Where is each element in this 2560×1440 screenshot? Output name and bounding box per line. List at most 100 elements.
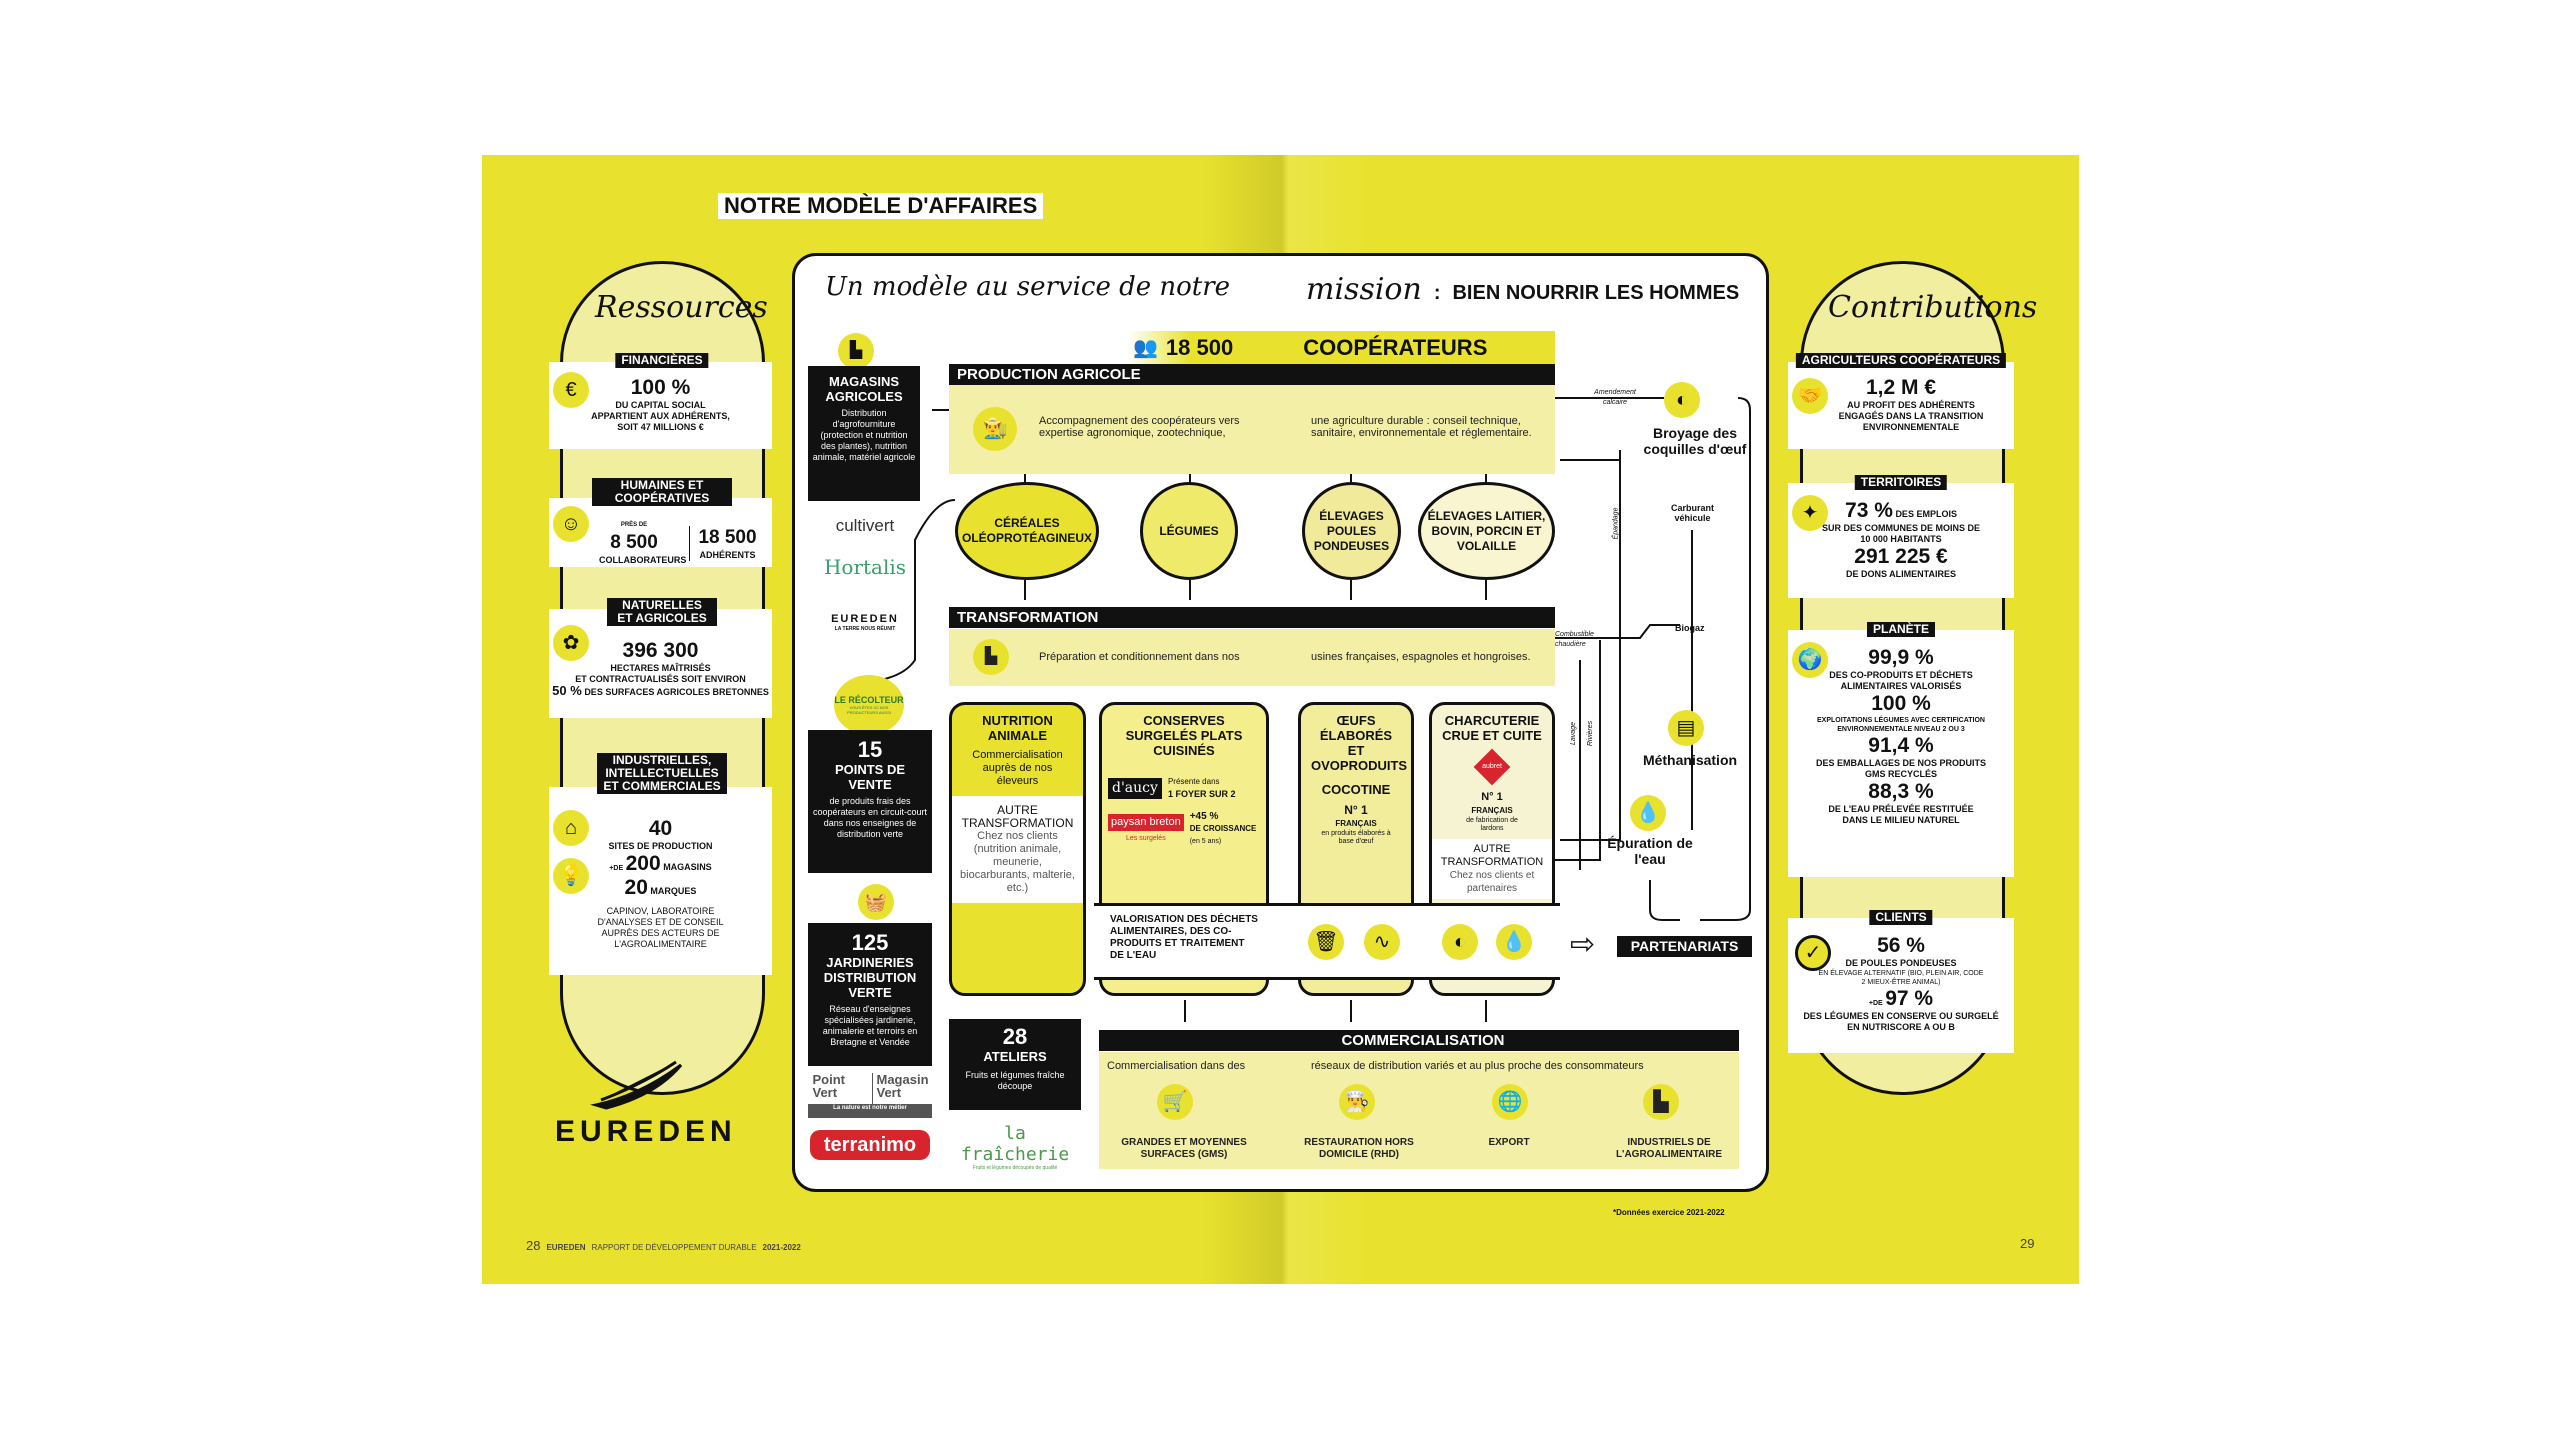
- value: 73 %: [1845, 499, 1893, 522]
- card-agriculteurs: 1,2 M € AU PROFIT DES ADHÉRENTS ENGAGÉS …: [1788, 362, 2014, 449]
- text: +DE: [609, 865, 624, 872]
- text: DU CAPITAL SOCIAL: [615, 400, 706, 410]
- label-naturelles: NATURELLES ET AGRICOLES: [607, 598, 717, 626]
- channel-gms: GRANDES ET MOYENNES SURFACES (GMS): [1121, 1137, 1247, 1160]
- basket-icon: 🧺: [858, 884, 894, 920]
- contributions-title: Contributions: [1828, 290, 2038, 325]
- eureden-small-logo: EUREDEN: [831, 613, 899, 625]
- channel-industriels: INDUSTRIELS DE L'AGROALIMENTAIRE: [1615, 1137, 1723, 1160]
- shopping-cart-icon: 🛒: [1157, 1084, 1193, 1120]
- people-icon: 👥: [1133, 337, 1158, 359]
- text: APPARTIENT AUX ADHÉRENTS,: [591, 411, 730, 421]
- value: 1,2 M €: [1865, 376, 1937, 399]
- text: Commercialisation dans des: [1107, 1060, 1246, 1072]
- logo-text: LE RÉCOLTEUR: [834, 695, 904, 705]
- trash-bin-icon: 🗑: [1308, 924, 1344, 960]
- lightbulb-icon: 💡: [553, 858, 589, 894]
- title: CHARCUTERIE CRUE ET CUITE: [1442, 713, 1542, 743]
- text: de produits frais des coopérateurs en ci…: [812, 796, 928, 839]
- text: Accompagnement des coopérateurs vers exp…: [1039, 415, 1240, 439]
- terranimo-logo: terranimo: [810, 1130, 930, 1160]
- text: CAPINOV, LABORATOIRE D'ANALYSES ET DE CO…: [597, 906, 724, 949]
- card-financieres: 100 % DU CAPITAL SOCIAL APPARTIENT AUX A…: [549, 362, 772, 449]
- value: 50 %: [552, 683, 582, 698]
- text: Chez nos clients (nutrition animale, meu…: [960, 830, 1075, 894]
- text: en produits élaborés à base d'œuf: [1321, 830, 1391, 845]
- text: :: [1433, 282, 1441, 304]
- report-name: RAPPORT DE DÉVELOPPEMENT DURABLE: [591, 1243, 757, 1252]
- label-industrielles: INDUSTRIELLES, INTELLECTUELLES ET COMMER…: [597, 753, 727, 794]
- value: 291 225 €: [1854, 545, 1948, 568]
- text: Fruits et légumes fraîche découpe: [965, 1070, 1065, 1091]
- tagline: Fruits et légumes découpés de qualité: [972, 1165, 1058, 1171]
- daucy-logo: d'aucy: [1108, 778, 1162, 799]
- broyage-label: Broyage des coquilles d'œuf: [1643, 425, 1747, 457]
- eggshell-icon: ◐: [1442, 924, 1478, 960]
- title: AUTRE TRANSFORMATION: [1440, 843, 1544, 868]
- text: 1 FOYER SUR 2: [1167, 789, 1236, 799]
- value: +45 %: [1189, 811, 1219, 822]
- text: HECTARES MAÎTRISÉS: [610, 663, 711, 673]
- plant-icon: ✿: [553, 625, 589, 661]
- value: N° 1: [1481, 791, 1503, 803]
- value: 15: [857, 737, 883, 762]
- point-vert-logo: Point Vert: [812, 1072, 846, 1100]
- peel-icon: ∿: [1364, 924, 1400, 960]
- text: Les surgelés: [1126, 835, 1166, 842]
- text: Préparation et conditionnement dans nos: [1039, 651, 1240, 663]
- value: 28: [1002, 1024, 1028, 1049]
- label-clients: CLIENTS: [1869, 910, 1933, 925]
- text: mission: [1306, 272, 1422, 307]
- value: 91,4 %: [1868, 734, 1934, 757]
- text: VALORISATION DES DÉCHETS ALIMENTAIRES, D…: [1110, 914, 1258, 961]
- text: FRANÇAIS: [1471, 806, 1513, 815]
- title: NUTRITION ANIMALE: [982, 713, 1053, 743]
- card-planete: 99,9 % DES CO-PRODUITS ET DÉCHETS ALIMEN…: [1788, 630, 2014, 877]
- label-humaines: HUMAINES ET COOPÉRATIVES: [592, 478, 732, 506]
- value: 200: [625, 852, 661, 875]
- text: DE CROISSANCE: [1189, 824, 1257, 833]
- tagline: La nature est notre métier: [808, 1104, 932, 1118]
- text: réseaux de distribution variés et au plu…: [1311, 1060, 1644, 1072]
- cultivert-logo: cultivert: [835, 516, 895, 535]
- text: SITES DE PRODUCTION: [608, 841, 713, 851]
- value: 100 %: [630, 376, 691, 399]
- ateliers-box: 28 ATELIERS Fruits et légumes fraîche dé…: [949, 1019, 1081, 1110]
- text: AU PROFIT DES ADHÉRENTS ENGAGÉS DANS LA …: [1838, 400, 1984, 432]
- text: Présente dans: [1167, 777, 1220, 786]
- text: DE DONS ALIMENTAIRES: [1845, 569, 1956, 579]
- page-number: 29: [2020, 1236, 2035, 1251]
- text: DE L'EAU PRÉLEVÉE RESTITUÉE DANS LE MILI…: [1828, 804, 1974, 825]
- partenariats-label: PARTENARIATS: [1617, 936, 1752, 957]
- hortalis-logo: Hortalis: [823, 555, 907, 579]
- text: Commercialisation auprès de nos éleveurs: [972, 749, 1063, 787]
- combustible-label: Combustible chaudière: [1555, 631, 1594, 648]
- text: DES EMBALLAGES DE NOS PRODUITS GMS RECYC…: [1815, 758, 1986, 779]
- farmers-icon: 👨‍🌾: [973, 407, 1017, 451]
- title: ŒUFS ÉLABORÉS ET OVOPRODUITS: [1311, 713, 1408, 773]
- magasins-agricoles-box: MAGASINS AGRICOLES Distribution d'agrofo…: [808, 366, 920, 501]
- footnote: *Données exercice 2021-2022: [1613, 1208, 1725, 1217]
- page-title: NOTRE MODÈLE D'AFFAIRES: [718, 193, 1044, 219]
- transformation-bar: TRANSFORMATION: [949, 607, 1555, 628]
- production-agricole-bar: PRODUCTION AGRICOLE: [949, 364, 1555, 385]
- label-agriculteurs: AGRICULTEURS COOPÉRATEURS: [1795, 353, 2007, 368]
- value: 18 500: [1165, 334, 1234, 360]
- carburant-label: Carburant véhicule: [1670, 503, 1714, 523]
- text: de fabrication de lardons: [1466, 817, 1518, 832]
- methanisation-label: Méthanisation: [1642, 752, 1738, 768]
- amendement-label: Amendement calcaire: [1594, 389, 1636, 406]
- value: N° 1: [1344, 803, 1368, 817]
- eggshell-crushing-icon: ◐: [1664, 382, 1700, 418]
- commercialisation-bar: COMMERCIALISATION: [1099, 1030, 1739, 1051]
- eureden-small-tagline: LA TERRE NOUS RÉUNIT: [834, 626, 896, 632]
- headline-part1: Un modèle au service de notre: [825, 272, 1231, 302]
- text: une agriculture durable : conseil techni…: [1311, 415, 1532, 439]
- cocotine-logo: COCOTINE: [1321, 782, 1391, 797]
- factory-icon: ▙: [1643, 1084, 1679, 1120]
- rivieres-label: Rivières: [1587, 720, 1595, 747]
- arrow-right-icon: ⇨: [1570, 928, 1596, 961]
- handshake-icon: 🤝: [1792, 378, 1828, 414]
- france-map-icon: ✦: [1792, 495, 1828, 531]
- footer-left: 28 EUREDEN RAPPORT DE DÉVELOPPEMENT DURA…: [526, 1238, 801, 1253]
